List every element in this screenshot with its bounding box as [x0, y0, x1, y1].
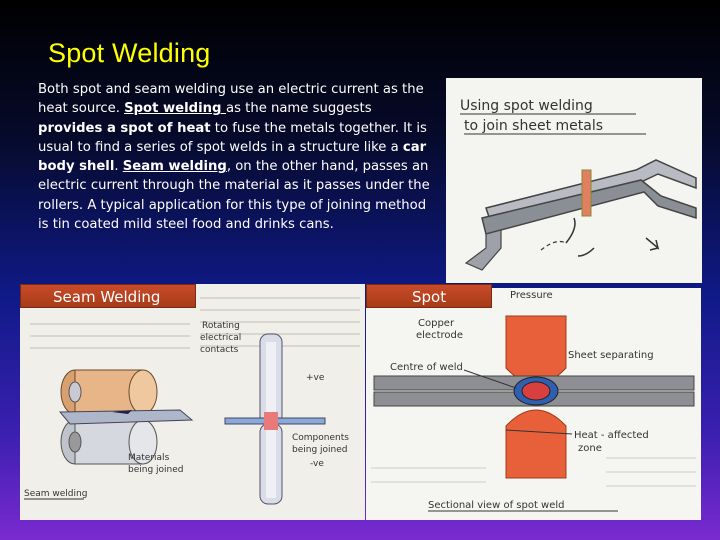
pressure-label: Pressure [510, 290, 553, 301]
seam-caption: Seam welding [24, 489, 87, 499]
sectional-caption: Sectional view of spot weld [428, 500, 565, 511]
components-label: Components [292, 433, 349, 443]
spot-label: Spot [366, 284, 492, 308]
body-text-7: . [114, 159, 123, 175]
fig1-caption-2: to join sheet metals [464, 118, 603, 134]
body-paragraph: Both spot and seam welding use an electr… [38, 80, 433, 234]
heat-affected-label: Heat - affected [574, 430, 649, 441]
being-joined-label: being joined [292, 445, 348, 455]
seam-welding-figure: Rotating electrical contacts +ve Compone… [20, 284, 365, 520]
centre-label: Centre of weld [390, 362, 463, 373]
electrical-label: electrical [200, 333, 241, 343]
sheet-separating-label: Sheet separating [568, 350, 654, 361]
spot-welding-term: Spot welding [124, 101, 227, 117]
materials-joined-label: being joined [128, 465, 184, 475]
seam-welding-label: Seam Welding [20, 284, 196, 308]
plus-label: +ve [306, 373, 325, 383]
sheet-metal-drawing: Using spot welding to join sheet metals [446, 78, 702, 283]
fig1-caption-1: Using spot welding [460, 98, 593, 114]
minus-label: -ve [310, 459, 324, 469]
spot-welding-sheet-figure: Using spot welding to join sheet metals [446, 78, 702, 283]
body-text-9: , on the other hand, passes an electric … [38, 159, 430, 233]
spot-weld-section-drawing: Pressure Copper electrode Centre of weld… [366, 288, 701, 520]
contacts-label: contacts [200, 345, 239, 355]
body-text-5: to fuse the metals together. It is usual… [38, 120, 427, 155]
seam-welding-drawing: Rotating electrical contacts +ve Compone… [20, 284, 365, 520]
copper-label: Copper [418, 318, 455, 329]
body-text-1: Both spot and seam welding use an electr… [38, 82, 424, 117]
car-body-phrase: car body shell [38, 139, 427, 175]
materials-label: Materials [128, 453, 170, 463]
seam-welding-term: Seam welding [122, 159, 227, 175]
electrode-label: electrode [416, 330, 463, 341]
spot-heat-phrase: provides a spot of heat [38, 120, 211, 136]
spot-weld-section-figure: Pressure Copper electrode Centre of weld… [366, 288, 701, 520]
zone-label: zone [578, 443, 602, 454]
slide-title: Spot Welding [48, 38, 211, 68]
rotating-label: Rotating [202, 321, 240, 331]
body-text-3: as the name suggests [226, 101, 372, 117]
